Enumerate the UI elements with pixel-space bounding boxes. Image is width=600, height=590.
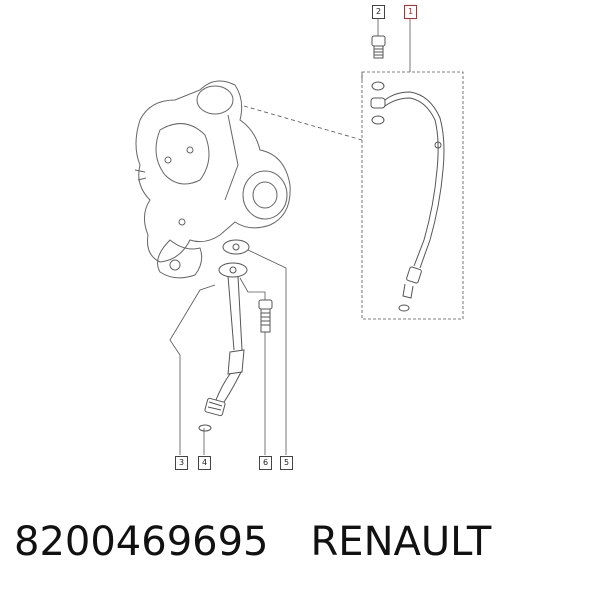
bolt-part-2 [371,35,386,59]
caption: 8200469695 RENAULT [14,514,491,574]
callout-1[interactable]: 1 [404,5,417,19]
callout-5[interactable]: 5 [280,456,293,470]
callout-3[interactable]: 3 [175,456,188,470]
callout-6[interactable]: 6 [259,456,272,470]
oil-feed-pipe-part-1 [370,81,445,312]
leader-lines [169,18,464,455]
part-number: 8200469695 [14,519,269,565]
seal-ring-part-4 [198,424,212,432]
brand-name: RENAULT [310,519,492,565]
callout-4[interactable]: 4 [198,456,211,470]
bolt-part-6 [258,299,273,333]
parts-diagram [134,18,464,455]
turbocharger-drawing [134,80,291,279]
callout-2[interactable]: 2 [372,5,385,19]
drain-pipe-part-3 [204,239,250,417]
